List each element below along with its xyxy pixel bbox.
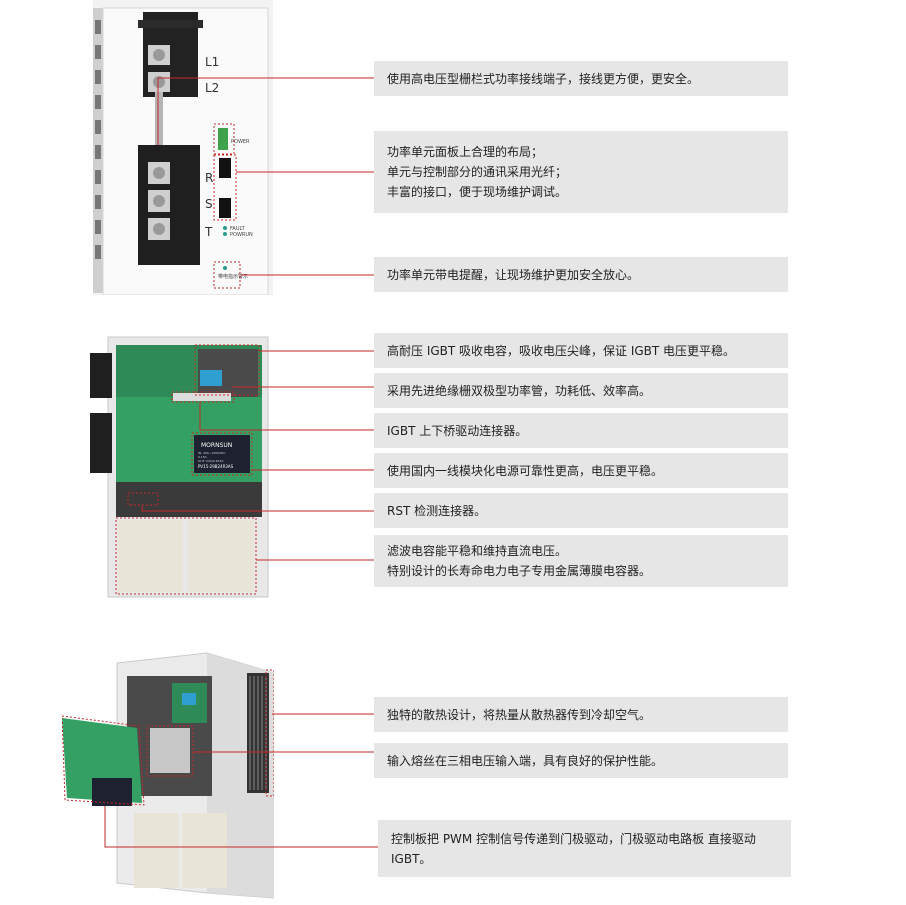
callout-igbt-capacitor: 高耐压 IGBT 吸收电容，吸收电压尖峰，保证 IGBT 电压更平稳。 <box>374 333 788 368</box>
callout-terminal-block: 使用高电压型栅栏式功率接线端子，接线更方便，更安全。 <box>374 61 788 96</box>
module-spec-in: IN: 200~1500VDC <box>198 451 225 455</box>
module-spec-out: OUT: 24V/0.625A <box>198 459 224 463</box>
callout-control-board: 控制板把 PWM 控制信号传递到门极驱动，门极驱动电路板 直接驱动 IGBT。 <box>378 820 791 877</box>
callout-rst-connector: RST 检测连接器。 <box>374 493 788 528</box>
callout-input-fuse: 输入熔丝在三相电压输入端，具有良好的保护性能。 <box>374 743 788 778</box>
module-spec-amp: 0.15A <box>198 455 208 459</box>
callout-text: 高耐压 IGBT 吸收电容，吸收电压尖峰，保证 IGBT 电压更平稳。 <box>387 343 736 358</box>
callout-live-warning: 功率单元带电提醒，让现场维护更加安全放心。 <box>374 257 788 292</box>
module-model: PV15-29B24R3AS <box>198 464 234 469</box>
power-unit-isometric-photo <box>62 648 274 905</box>
callout-text: 独特的散热设计，将热量从散热器传到冷却空气。 <box>387 707 652 722</box>
callout-text: 控制板把 PWM 控制信号传递到门极驱动，门极驱动电路板 直接驱动 <box>391 831 756 846</box>
callout-text: 采用先进绝缘栅双极型功率管，功耗低、效率高。 <box>387 383 652 398</box>
callout-text: 功率单元面板上合理的布局； <box>387 145 544 159</box>
panel-label-fault: FAULT <box>230 226 246 232</box>
warning-label: 带电指示警示 <box>218 273 248 280</box>
callout-text: IGBT。 <box>391 851 432 866</box>
terminal-label-l1: L1 <box>205 55 219 69</box>
power-unit-interior-photo: MORNSUN IN: 200~1500VDC 0.15A OUT: 24V/0… <box>88 335 270 600</box>
callout-power-module: 使用国内一线模块化电源可靠性更高，电压更平稳。 <box>374 453 788 488</box>
callout-heat-dissipation: 独特的散热设计，将热量从散热器传到冷却空气。 <box>374 697 788 732</box>
terminal-label-r: R <box>205 171 213 185</box>
callout-text: 输入熔丝在三相电压输入端，具有良好的保护性能。 <box>387 753 664 768</box>
callout-text: 功率单元带电提醒，让现场维护更加安全放心。 <box>387 267 640 282</box>
callout-text: 使用高电压型栅栏式功率接线端子，接线更方便，更安全。 <box>387 71 700 86</box>
callout-text: 单元与控制部分的通讯采用光纤； <box>387 165 568 179</box>
callout-igbt-module: 采用先进绝缘栅双极型功率管，功耗低、效率高。 <box>374 373 788 408</box>
power-unit-front-photo: L1 L2 R S T POWER FAULT POWRUN 带电指示警示 <box>93 0 273 295</box>
terminal-label-l2: L2 <box>205 81 219 95</box>
callout-text: IGBT 上下桥驱动连接器。 <box>387 423 528 438</box>
callout-text: 使用国内一线模块化电源可靠性更高，电压更平稳。 <box>387 463 664 478</box>
callout-text: 特别设计的长寿命电力电子专用金属薄膜电容器。 <box>387 564 652 578</box>
terminal-label-s: S <box>205 197 213 211</box>
callout-text: 丰富的接口，便于现场维护调试。 <box>387 185 568 199</box>
panel-label-powrun: POWRUN <box>230 232 253 238</box>
callout-text: 滤波电容能平稳和维持直流电压。 <box>387 544 568 558</box>
callout-panel-layout: 功率单元面板上合理的布局； 单元与控制部分的通讯采用光纤； 丰富的接口，便于现场… <box>374 131 788 213</box>
callout-text: RST 检测连接器。 <box>387 503 487 518</box>
terminal-label-t: T <box>204 225 213 239</box>
callout-filter-capacitor: 滤波电容能平稳和维持直流电压。 特别设计的长寿命电力电子专用金属薄膜电容器。 <box>374 535 788 587</box>
callout-driver-connector: IGBT 上下桥驱动连接器。 <box>374 413 788 448</box>
module-brand: MORNSUN <box>201 442 232 449</box>
